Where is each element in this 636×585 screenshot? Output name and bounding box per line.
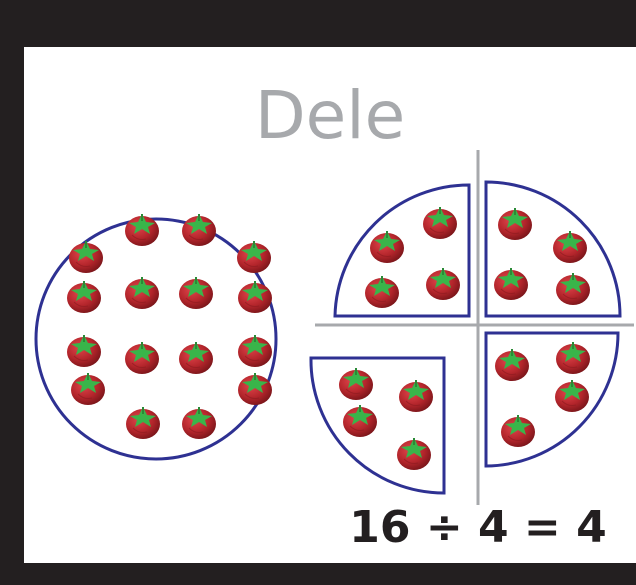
division-equation: 16 ÷ 4 = 4 bbox=[349, 502, 606, 553]
frame-top-bar bbox=[0, 0, 636, 47]
tomato-icon bbox=[237, 241, 271, 273]
tomato-icon bbox=[182, 214, 216, 246]
frame-left-bar bbox=[0, 0, 24, 585]
frame-bottom-bar bbox=[0, 563, 636, 585]
quarter-plate-bottom-left bbox=[311, 358, 444, 493]
page-title: Dele bbox=[255, 77, 405, 154]
